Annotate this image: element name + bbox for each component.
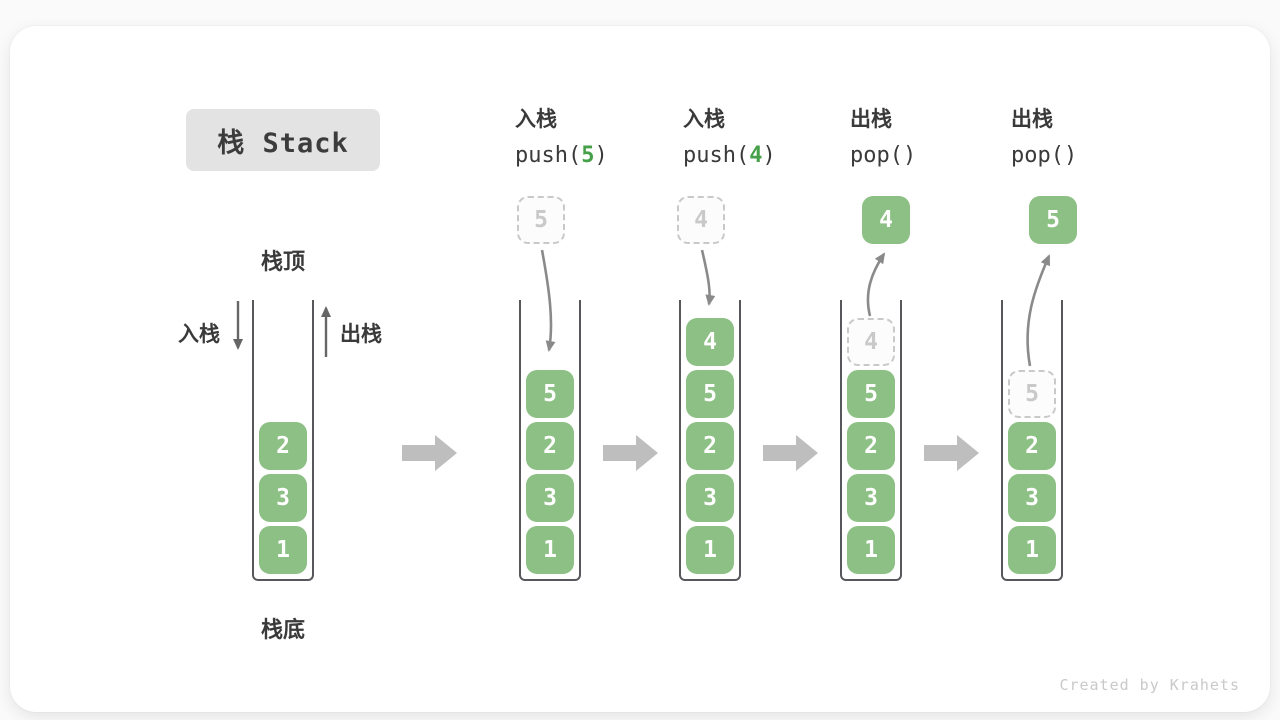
call-pre: pop( [850, 143, 903, 168]
stack-item: 1 [1008, 526, 1056, 574]
stack-item: 2 [686, 422, 734, 470]
stack-item: 1 [686, 526, 734, 574]
op-group-push-4: 入栈 push(4) [683, 103, 853, 168]
call-post: ) [1063, 143, 1078, 168]
popped-value-box: 4 [862, 196, 910, 244]
op-call: pop() [1011, 143, 1181, 168]
op-name: 入栈 [683, 107, 725, 131]
call-pre: push( [683, 143, 750, 168]
label-stack-bottom: 栈底 [260, 618, 305, 643]
stack-initial: 2 3 1 [252, 300, 314, 581]
stack-item: 3 [526, 474, 574, 522]
page-title: 栈 Stack [217, 127, 349, 159]
stack-after-push-4: 4 5 2 3 1 [679, 300, 741, 581]
op-name: 出栈 [1011, 107, 1053, 131]
call-arg: 5 [581, 143, 595, 168]
stack-item: 2 [847, 422, 895, 470]
label-pop-side: 出栈 [340, 322, 382, 346]
stack-item: 2 [1008, 422, 1056, 470]
stack-after-pop-1: 4 5 2 3 1 [840, 300, 902, 581]
op-call: pop() [850, 143, 1020, 168]
call-post: ) [762, 143, 776, 168]
stack-item-ghost: 5 [1008, 370, 1056, 418]
pushed-value-box: 4 [677, 196, 725, 244]
op-group-pop-1: 出栈 pop() [850, 103, 1020, 168]
title-box: 栈 Stack [186, 109, 380, 171]
stack-item-ghost: 4 [847, 318, 895, 366]
stack-item: 2 [259, 422, 307, 470]
stack-item: 5 [526, 370, 574, 418]
call-post: ) [902, 143, 917, 168]
label-stack-top: 栈顶 [260, 250, 305, 275]
stack-after-push-5: 5 2 3 1 [519, 300, 581, 581]
op-name: 出栈 [850, 107, 892, 131]
op-call: push(5) [515, 143, 685, 168]
watermark: Created by Krahets [1059, 676, 1240, 694]
stack-item: 5 [686, 370, 734, 418]
stack-after-pop-2: 5 2 3 1 [1001, 300, 1063, 581]
pushed-value-box: 5 [517, 196, 565, 244]
call-pre: pop( [1011, 143, 1064, 168]
popped-value-box: 5 [1029, 196, 1077, 244]
stack-item: 1 [259, 526, 307, 574]
stack-item: 3 [259, 474, 307, 522]
op-group-push-5: 入栈 push(5) [515, 103, 685, 168]
op-call: push(4) [683, 143, 853, 168]
stack-item: 2 [526, 422, 574, 470]
op-name: 入栈 [515, 107, 557, 131]
stack-item: 1 [847, 526, 895, 574]
stack-item: 4 [686, 318, 734, 366]
label-push-side: 入栈 [178, 322, 220, 346]
stack-item: 3 [1008, 474, 1056, 522]
stack-item: 5 [847, 370, 895, 418]
stack-item: 1 [526, 526, 574, 574]
call-post: ) [594, 143, 608, 168]
op-group-pop-2: 出栈 pop() [1011, 103, 1181, 168]
call-pre: push( [515, 143, 582, 168]
stack-item: 3 [847, 474, 895, 522]
stack-item: 3 [686, 474, 734, 522]
call-arg: 4 [749, 143, 763, 168]
